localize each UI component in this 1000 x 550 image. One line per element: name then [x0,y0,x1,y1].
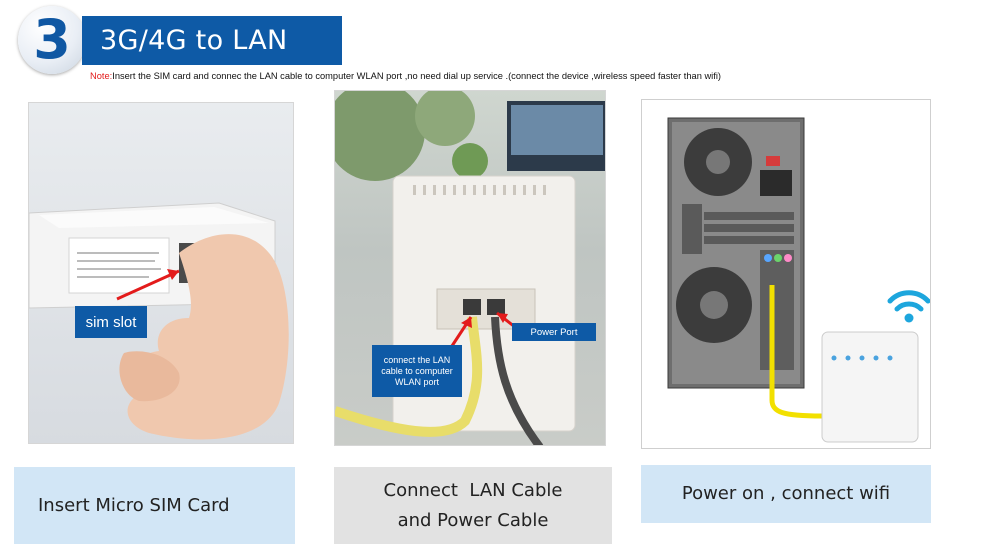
caption-connect-cables-line1: Connect LAN Cable [383,479,563,501]
power-port-label: Power Port [512,323,596,341]
photo-power-on [641,99,931,449]
note-label: Note: [90,71,113,81]
wifi-icon [887,290,930,323]
caption-power-on-text: Power on , connect wifi [681,483,891,504]
note-text: Insert the SIM card and connec the LAN c… [112,71,721,81]
caption-power-on: Power on , connect wifi [641,465,931,523]
note: Note:Insert the SIM card and connec the … [90,71,721,81]
caption-insert-sim: Insert Micro SIM Card [14,467,295,544]
step-number: 3 [33,8,71,71]
title-bar: 3G/4G to LAN [82,16,342,65]
photo-insert-sim [28,102,294,444]
caption-insert-sim-text: Insert Micro SIM Card [38,494,230,516]
caption-connect-cables-line2: and Power Cable [397,509,549,531]
photo-connect-cables [334,90,606,446]
photo-insert-sim-illustration [29,202,289,440]
page-title: 3G/4G to LAN [100,25,288,56]
photo-power-on-illustration [667,117,919,443]
lan-cable-label: connect the LAN cable to computer WLAN p… [372,345,462,397]
sim-slot-label: sim slot [75,306,147,338]
step-number-badge: 3 [18,6,86,74]
caption-connect-cables: Connect LAN Cable and Power Cable [334,467,612,544]
